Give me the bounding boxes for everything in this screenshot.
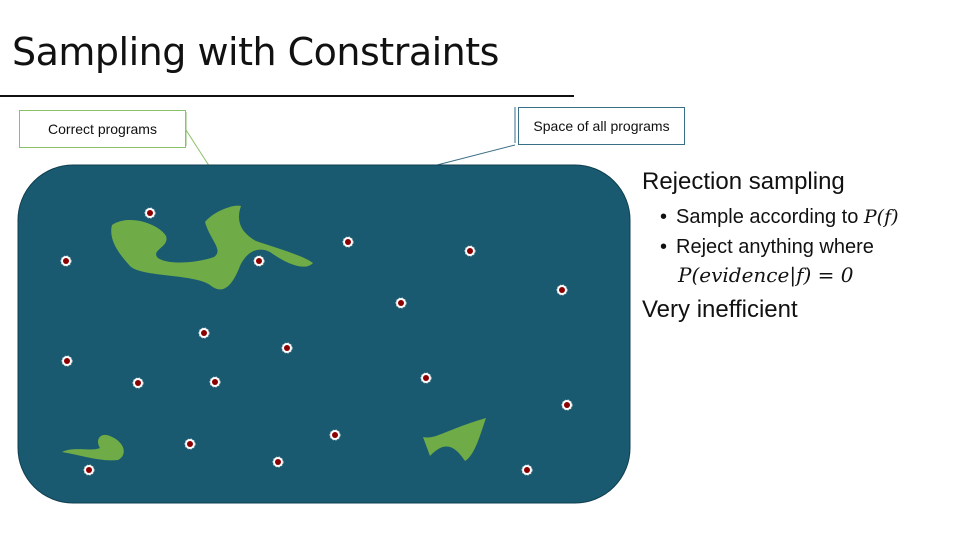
sample-point <box>467 248 473 254</box>
correct-programs-region <box>423 418 486 461</box>
sample-point <box>564 402 570 408</box>
conclusion-text: Very inefficient <box>642 296 798 323</box>
sample-point <box>63 258 69 264</box>
bullet-sample: Sample according to P(f) <box>660 202 899 232</box>
sample-point <box>275 459 281 465</box>
sample-point <box>345 239 351 245</box>
title-divider <box>0 95 574 97</box>
space-of-all-programs-callout: Space of all programs <box>518 107 685 145</box>
bullet-reject: Reject anything where <box>660 232 899 262</box>
reject-condition-math: P(evidence|f) = 0 <box>678 263 854 287</box>
sample-point <box>135 380 141 386</box>
sample-point <box>187 441 193 447</box>
sample-point <box>212 379 218 385</box>
sample-point <box>398 300 404 306</box>
sample-point <box>332 432 338 438</box>
space-of-all-programs-region <box>17 164 631 504</box>
sample-point <box>201 330 207 336</box>
sample-point <box>559 287 565 293</box>
correct-programs-region <box>62 434 124 461</box>
sample-point <box>256 258 262 264</box>
sample-point <box>524 467 530 473</box>
correct-programs-callout: Correct programs <box>19 110 186 148</box>
correct-programs-region <box>111 205 313 290</box>
sample-point <box>284 345 290 351</box>
slide-title: Sampling with Constraints <box>12 30 499 74</box>
sample-point <box>147 210 153 216</box>
sample-point <box>64 358 70 364</box>
rejection-sampling-heading: Rejection sampling <box>642 168 845 195</box>
sample-point <box>423 375 429 381</box>
explanation-text: Rejection sampling Sample according to P… <box>642 168 899 324</box>
space-callout-leader <box>436 144 516 166</box>
sample-point <box>86 467 92 473</box>
